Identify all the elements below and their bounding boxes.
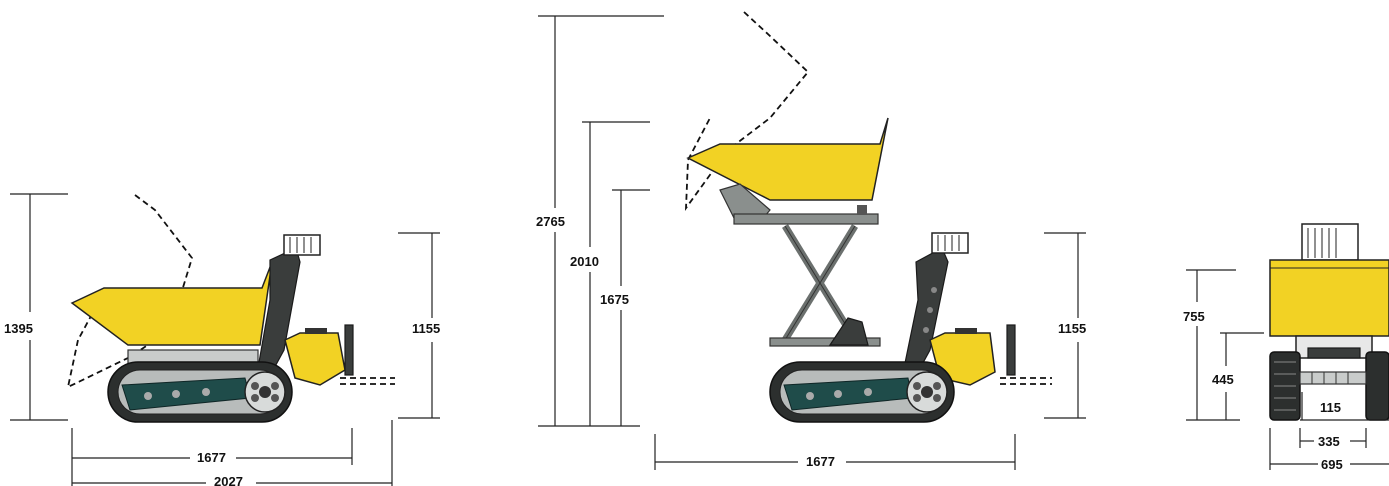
dim-height-top: 755 [1183,309,1205,324]
dim-height-discharge: 1675 [600,292,629,307]
dim-height-handle: 1155 [1058,321,1086,336]
dim-length-body: 1677 [197,450,226,465]
dim-height-max: 2765 [536,214,565,229]
dim-height-handle: 1155 [412,321,440,336]
side-view-standard: 1395 1155 1677 2027 [4,193,440,486]
dim-height-tipped: 1395 [4,321,33,336]
dim-height-tipped: 2010 [570,254,599,269]
dim-width-total: 695 [1321,457,1343,472]
front-view: 755 445 115 [1183,223,1389,472]
dim-track-gap: 335 [1318,434,1340,449]
dim-ground-clearance: 115 [1320,400,1341,415]
dim-height-frame: 445 [1212,372,1234,387]
dim-length-body: 1677 [806,454,835,469]
dim-length-total: 2027 [214,474,243,486]
side-view-high-tip: 2765 2010 1675 1155 1677 [536,11,1086,470]
